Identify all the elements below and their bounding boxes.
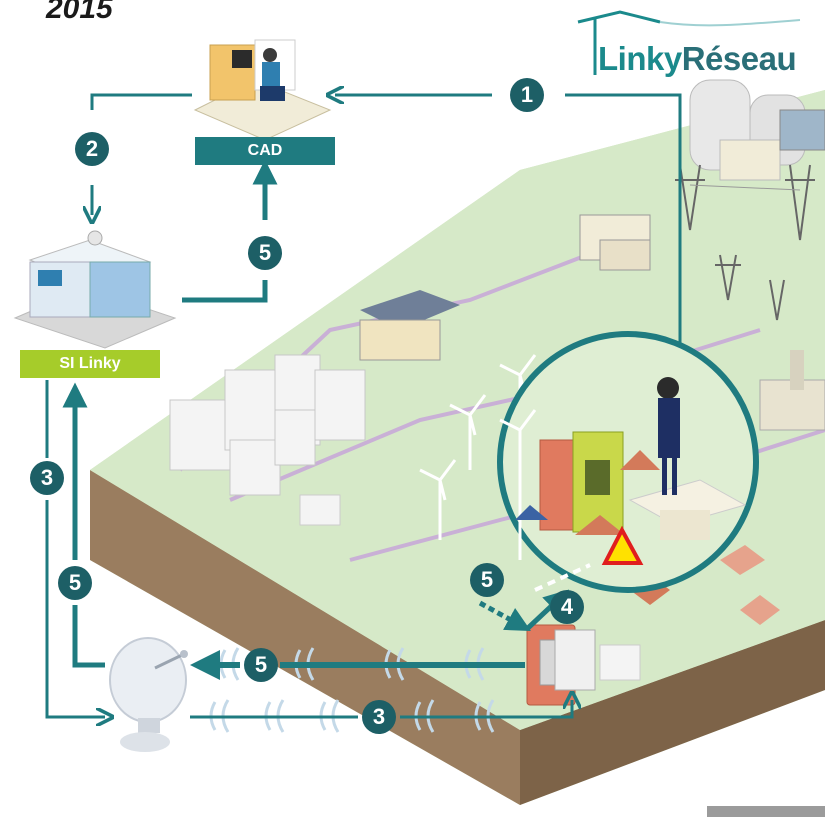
ground-meter: [526, 624, 596, 706]
step-badge-3-bottom: 3: [362, 700, 396, 734]
step-badge-5-cad: 5: [248, 236, 282, 270]
power-plant: [689, 79, 825, 181]
farm-house: [359, 290, 460, 361]
flow-step-5-to-cad: [182, 159, 278, 303]
step-badge-4: 4: [550, 590, 584, 624]
flow-step-1: [335, 95, 682, 345]
logo-part-2: Réseau: [681, 40, 797, 77]
step-badge-3-left: 3: [30, 461, 64, 495]
logo-arch-icon: [577, 10, 801, 75]
logo-part-1: Linky: [598, 40, 682, 77]
step-badge-5-dish: 5: [244, 648, 278, 682]
si-linky-label: SI Linky: [20, 350, 160, 378]
ground-edge-right: [520, 620, 825, 805]
ground-edge-left: [90, 470, 520, 805]
step-badge-1: 1: [510, 78, 544, 112]
step-badge-2: 2: [75, 132, 109, 166]
apartment-blocks: [169, 354, 366, 496]
alert-triangle-icon: [601, 525, 644, 565]
zoom-inset: [497, 331, 759, 593]
step-badge-5-meter: 5: [470, 563, 504, 597]
substation: [579, 214, 651, 271]
bottom-gray-bar: [707, 806, 825, 817]
year-label: 2015: [46, 0, 113, 25]
si-linky-building: [13, 230, 177, 349]
linky-reseau-logo: LinkyRéseau: [598, 40, 797, 78]
flow-step-2: [92, 93, 192, 215]
flow-step-5-to-si: [62, 382, 105, 668]
cad-label: CAD: [195, 137, 335, 165]
factory: [759, 350, 825, 431]
step-badge-5-left: 5: [58, 566, 92, 600]
flow-step-3: [45, 380, 572, 717]
satellite-dish: [109, 637, 188, 752]
cad-operator-desk: [193, 39, 332, 141]
